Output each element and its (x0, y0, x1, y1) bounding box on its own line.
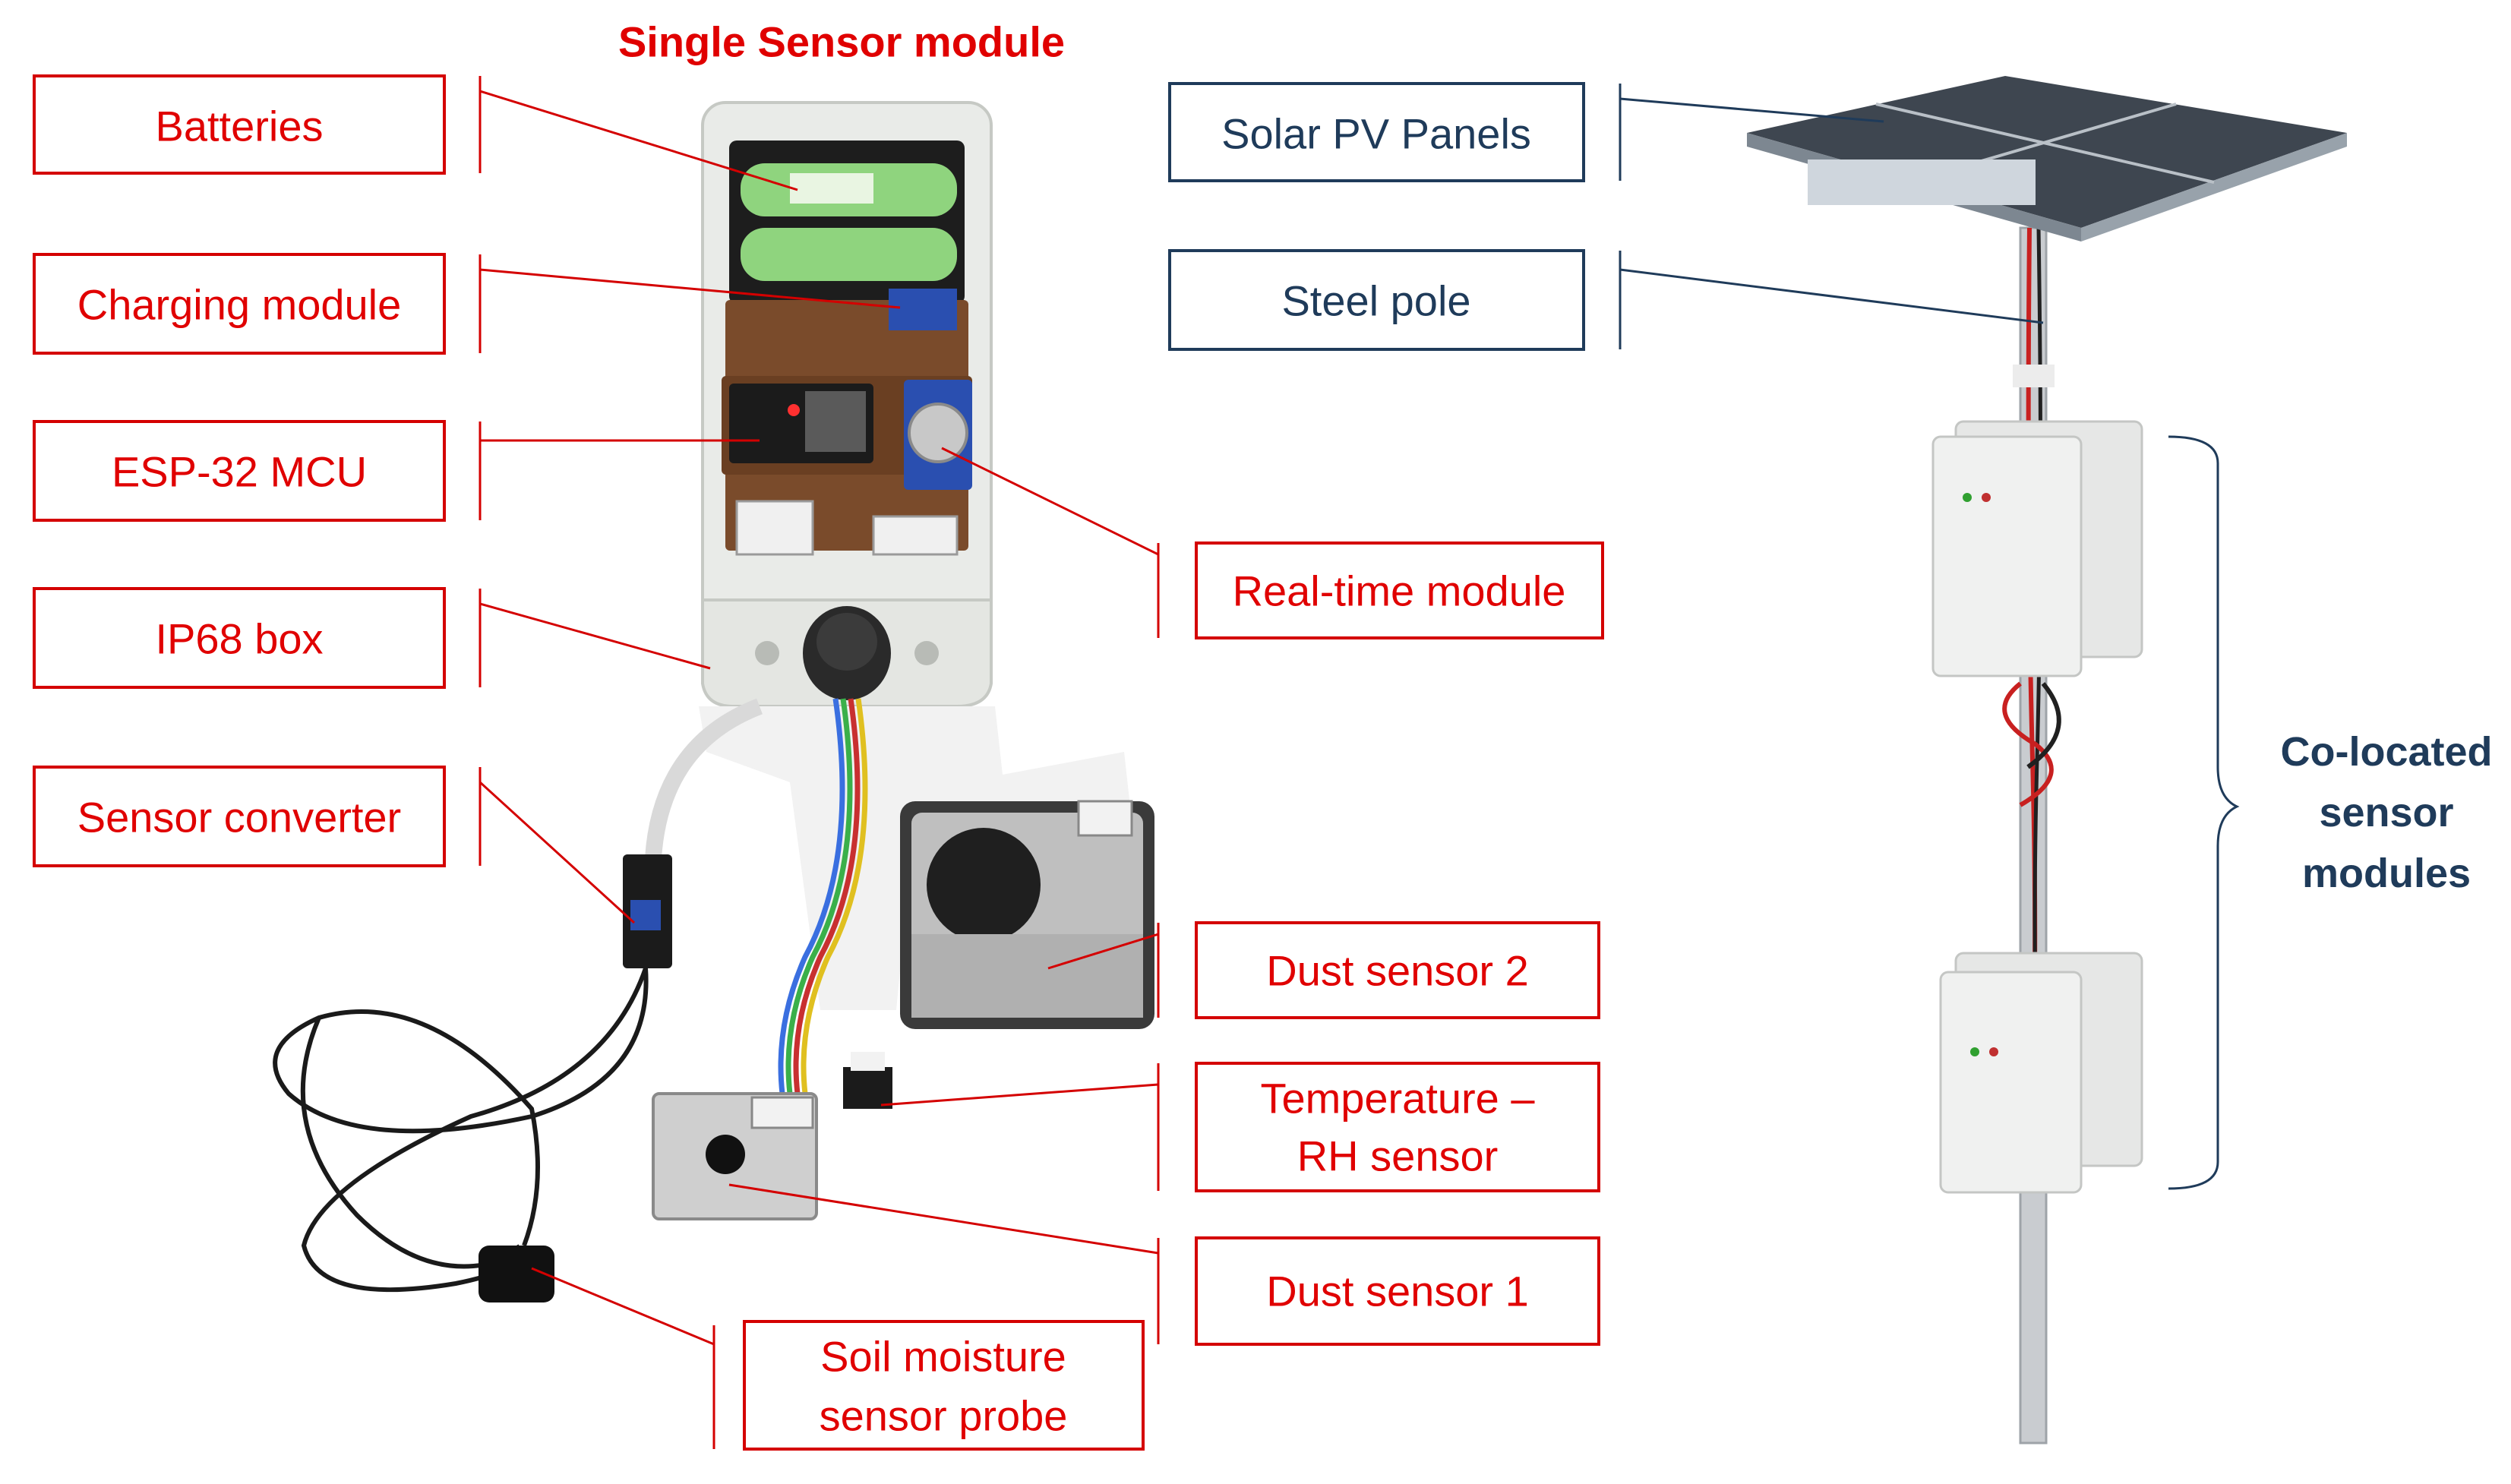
colocated-line2: sensor (2319, 790, 2453, 835)
label-soil-line2: sensor probe (820, 1392, 1068, 1440)
label-esp32-mcu-text: ESP-32 MCU (112, 448, 367, 496)
label-charging-module-text: Charging module (77, 281, 401, 329)
label-esp32-mcu: ESP-32 MCU (33, 420, 760, 522)
label-steel-pole-text: Steel pole (1281, 277, 1470, 325)
figure-title: Single Sensor module (618, 18, 1065, 66)
label-ip68-box-text: IP68 box (155, 615, 323, 663)
label-dust-sensor-2: Dust sensor 2 (1047, 921, 1600, 1019)
label-real-time-module-text: Real-time module (1233, 567, 1566, 615)
label-dust-sensor-2-text: Dust sensor 2 (1266, 947, 1529, 995)
label-ip68-box: IP68 box (33, 587, 711, 689)
colocated-brace (2168, 435, 2240, 1190)
label-sensor-converter-text: Sensor converter (77, 794, 401, 841)
label-sensor-converter: Sensor converter (33, 766, 636, 924)
label-batteries-text: Batteries (156, 103, 324, 150)
label-charging-module: Charging module (33, 253, 901, 355)
pole-assembly-photo (1747, 76, 2347, 1445)
colocated-line3: modules (2302, 851, 2471, 896)
label-soil-line1: Soil moisture (820, 1333, 1066, 1381)
label-temp-rh-line1: Temperature – (1260, 1075, 1535, 1122)
sensor-module-photo (273, 101, 1154, 1302)
label-temp-rh-sensor: Temperature – RH sensor (880, 1062, 1600, 1192)
label-temp-rh-line2: RH sensor (1297, 1132, 1499, 1180)
label-dust-sensor-1: Dust sensor 1 (728, 1183, 1600, 1346)
label-dust-sensor-1-text: Dust sensor 1 (1266, 1268, 1529, 1315)
label-soil-moisture-probe: Soil moisture sensor probe (531, 1267, 1145, 1451)
colocated-line1: Co-located (2280, 729, 2492, 775)
label-real-time-module: Real-time module (941, 447, 1604, 639)
label-batteries: Batteries (33, 74, 798, 191)
label-solar-pv-panels-text: Solar PV Panels (1221, 110, 1531, 158)
label-steel-pole: Steel pole (1168, 249, 2044, 351)
label-solar-pv-panels: Solar PV Panels (1168, 82, 1884, 182)
